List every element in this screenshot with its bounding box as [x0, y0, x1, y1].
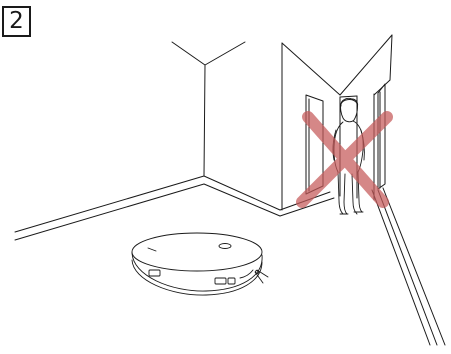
doorway-hallway-icon [280, 35, 445, 345]
robot-vacuum-icon [132, 233, 268, 295]
room-corner-icon [15, 42, 282, 240]
